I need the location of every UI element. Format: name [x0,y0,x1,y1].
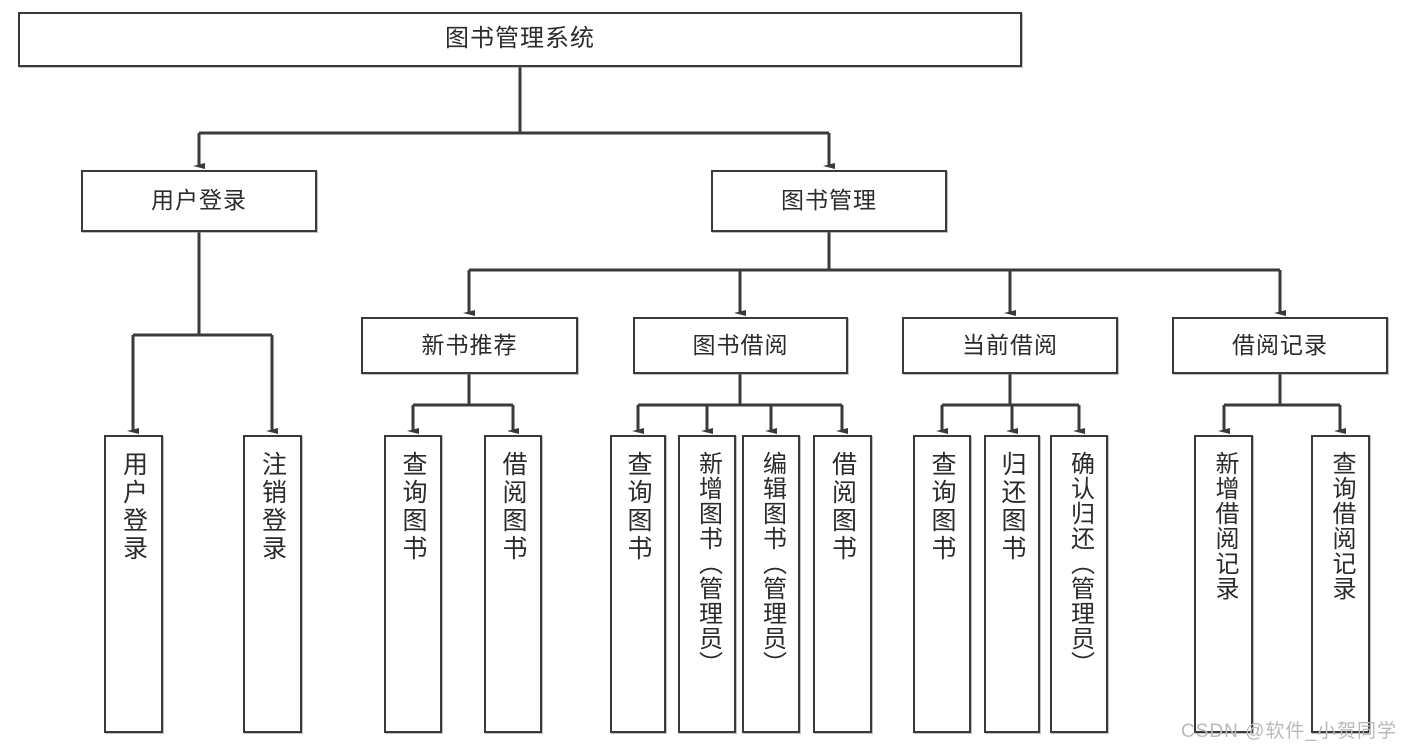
node-leaf-query-record-label: 查询借阅记录 [1327,451,1355,601]
node-leaf-add-book-label: 新增图书（管理员） [694,451,722,676]
node-leaf-user-login[interactable]: 用户登录 [104,435,163,733]
node-borrow-record-label: 借阅记录 [1232,331,1328,358]
node-leaf-add-record-label: 新增借阅记录 [1210,451,1238,601]
node-leaf-confirm-return-label: 确认归还（管理员） [1066,451,1094,676]
node-leaf-logout-login-label: 注销登录 [258,451,287,563]
node-book-management-label: 图书管理 [781,187,877,214]
node-leaf-borrow-book-1-label: 借阅图书 [499,451,527,563]
node-leaf-add-record[interactable]: 新增借阅记录 [1194,435,1253,733]
node-leaf-return-book-label: 归还图书 [998,451,1026,563]
node-leaf-return-book[interactable]: 归还图书 [984,435,1040,733]
node-leaf-query-record[interactable]: 查询借阅记录 [1311,435,1370,733]
node-leaf-query-book-1-label: 查询图书 [399,451,427,563]
node-book-management[interactable]: 图书管理 [711,170,947,232]
node-leaf-query-book-3-label: 查询图书 [928,451,956,563]
node-current-borrow-label: 当前借阅 [962,331,1058,358]
node-leaf-logout-login[interactable]: 注销登录 [243,435,302,733]
csdn-watermark: CSDN @软件_小贺同学 [1181,721,1397,742]
node-user-login[interactable]: 用户登录 [81,170,317,232]
node-book-borrow-label: 图书借阅 [692,331,789,358]
node-leaf-borrow-book-1[interactable]: 借阅图书 [484,435,542,733]
node-leaf-query-book-3[interactable]: 查询图书 [913,435,971,733]
node-leaf-query-book-2-label: 查询图书 [624,451,652,563]
node-leaf-user-login-label: 用户登录 [119,451,148,563]
node-root-system[interactable]: 图书管理系统 [18,12,1022,67]
node-leaf-borrow-book-2[interactable]: 借阅图书 [813,435,872,733]
node-borrow-record[interactable]: 借阅记录 [1172,317,1388,374]
node-leaf-confirm-return[interactable]: 确认归还（管理员） [1050,435,1108,733]
node-new-book-recommend[interactable]: 新书推荐 [361,317,578,374]
node-leaf-add-book[interactable]: 新增图书（管理员） [678,435,736,733]
node-leaf-edit-book-label: 编辑图书（管理员） [758,451,786,676]
node-user-login-label: 用户登录 [151,187,247,214]
node-leaf-query-book-2[interactable]: 查询图书 [610,435,666,733]
node-new-book-recommend-label: 新书推荐 [421,331,518,358]
node-leaf-edit-book[interactable]: 编辑图书（管理员） [742,435,800,733]
node-leaf-query-book-1[interactable]: 查询图书 [384,435,442,733]
node-leaf-borrow-book-2-label: 借阅图书 [828,451,857,563]
node-current-borrow[interactable]: 当前借阅 [902,317,1118,374]
node-book-borrow[interactable]: 图书借阅 [633,317,848,374]
node-root-label: 图书管理系统 [445,25,595,53]
